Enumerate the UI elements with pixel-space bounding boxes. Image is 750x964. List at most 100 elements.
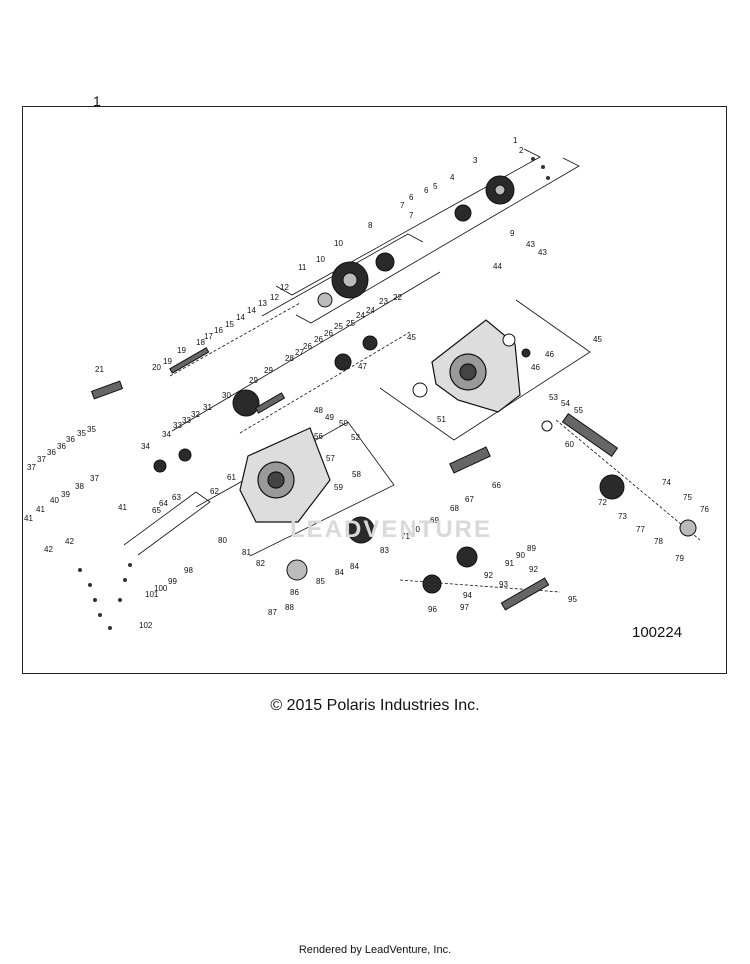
callout-label: 16 — [214, 326, 223, 335]
callout-label: 15 — [225, 320, 234, 329]
callout-label: 46 — [531, 363, 540, 372]
callout-label: 94 — [463, 591, 472, 600]
callout-label: 47 — [358, 362, 367, 371]
callout-label: 64 — [159, 499, 168, 508]
callout-label: 83 — [380, 546, 389, 555]
callout-label: 24 — [366, 306, 375, 315]
callout-label: 89 — [527, 544, 536, 553]
callout-label: 24 — [356, 311, 365, 320]
callout-label: 99 — [168, 577, 177, 586]
callout-label: 40 — [50, 496, 59, 505]
callout-label: 7 — [400, 201, 405, 210]
callout-label: 92 — [484, 571, 493, 580]
callout-label: 74 — [662, 478, 671, 487]
callout-label: 23 — [379, 297, 388, 306]
callout-label: 84 — [350, 562, 359, 571]
callout-label: 43 — [538, 248, 547, 257]
callout-label: 1 — [513, 136, 518, 145]
callout-label: 102 — [139, 621, 153, 630]
bracket-top-shaft — [295, 157, 580, 324]
callout-label: 84 — [335, 568, 344, 577]
callout-label: 14 — [247, 306, 256, 315]
callout-label: 12 — [280, 283, 289, 292]
callout-label: 61 — [227, 473, 236, 482]
callout-label: 79 — [675, 554, 684, 563]
callout-label: 29 — [249, 376, 258, 385]
callout-label: 26 — [324, 329, 333, 338]
callout-label: 95 — [568, 595, 577, 604]
callout-label: 67 — [465, 495, 474, 504]
callout-label: 68 — [450, 504, 459, 513]
bracket-right-case — [379, 299, 591, 441]
callout-label: 22 — [393, 293, 402, 302]
callout-label: 72 — [598, 498, 607, 507]
callout-label: 50 — [339, 419, 348, 428]
callout-label: 53 — [549, 393, 558, 402]
callout-label: 31 — [203, 403, 212, 412]
watermark: LEADVENTURE — [290, 516, 493, 543]
callout-label: 62 — [210, 487, 219, 496]
callout-label: 12 — [270, 293, 279, 302]
callout-label: 37 — [37, 455, 46, 464]
callout-label: 39 — [61, 490, 70, 499]
bracket-shift-forks — [261, 233, 424, 317]
callout-label: 10 — [316, 255, 325, 264]
callout-label: 88 — [285, 603, 294, 612]
callout-label: 41 — [36, 505, 45, 514]
bracket-input-shaft — [171, 271, 441, 432]
callout-label: 93 — [499, 580, 508, 589]
bracket-upper-gears — [275, 148, 541, 296]
callout-label: 86 — [290, 588, 299, 597]
shaft-parts — [90, 347, 619, 611]
callout-label: 100 — [154, 584, 168, 593]
callout-label: 36 — [57, 442, 66, 451]
callout-label: 80 — [218, 536, 227, 545]
callout-label: 49 — [325, 413, 334, 422]
callout-label: 52 — [351, 433, 360, 442]
callout-label: 63 — [172, 493, 181, 502]
transmission-case-right — [431, 319, 521, 413]
callout-label: 59 — [334, 483, 343, 492]
callout-label: 82 — [256, 559, 265, 568]
callout-label: 19 — [163, 357, 172, 366]
callout-label: 54 — [561, 399, 570, 408]
callout-label: 97 — [460, 603, 469, 612]
callout-label: 35 — [77, 429, 86, 438]
callout-label: 34 — [162, 430, 171, 439]
callout-label: 6 — [409, 193, 414, 202]
callout-label: 87 — [268, 608, 277, 617]
callout-label: 51 — [437, 415, 446, 424]
callout-label: 26 — [303, 342, 312, 351]
callout-label: 37 — [90, 474, 99, 483]
callout-label: 42 — [65, 537, 74, 546]
callout-label: 20 — [152, 363, 161, 372]
callout-label: 25 — [334, 322, 343, 331]
callout-label: 10 — [334, 239, 343, 248]
callout-label: 3 — [473, 156, 478, 165]
callout-label: 34 — [141, 442, 150, 451]
drawing-number: 100224 — [632, 624, 683, 641]
copyright-notice: © 2015 Polaris Industries Inc. — [270, 697, 480, 714]
callout-label: 55 — [574, 406, 583, 415]
callout-label: 77 — [636, 525, 645, 534]
callout-label: 8 — [368, 221, 373, 230]
callout-label: 85 — [316, 577, 325, 586]
callout-label: 92 — [529, 565, 538, 574]
callout-label: 56 — [314, 432, 323, 441]
callout-label: 91 — [505, 559, 514, 568]
rendered-by-footer: Rendered by LeadVenture, Inc. — [298, 944, 452, 956]
callout-label: 27 — [295, 348, 304, 357]
bracket-cover — [123, 491, 211, 556]
callout-label: 5 — [433, 182, 438, 191]
callout-label: 25 — [346, 319, 355, 328]
callout-label: 32 — [191, 410, 200, 419]
callout-label: 9 — [510, 229, 515, 238]
callout-label: 41 — [118, 503, 127, 512]
callout-label: 71 — [401, 532, 410, 541]
callout-label: 81 — [242, 548, 251, 557]
gear-parts — [153, 175, 697, 594]
callout-label: 75 — [683, 493, 692, 502]
fasteners — [78, 157, 550, 630]
callout-label: 41 — [24, 514, 33, 523]
